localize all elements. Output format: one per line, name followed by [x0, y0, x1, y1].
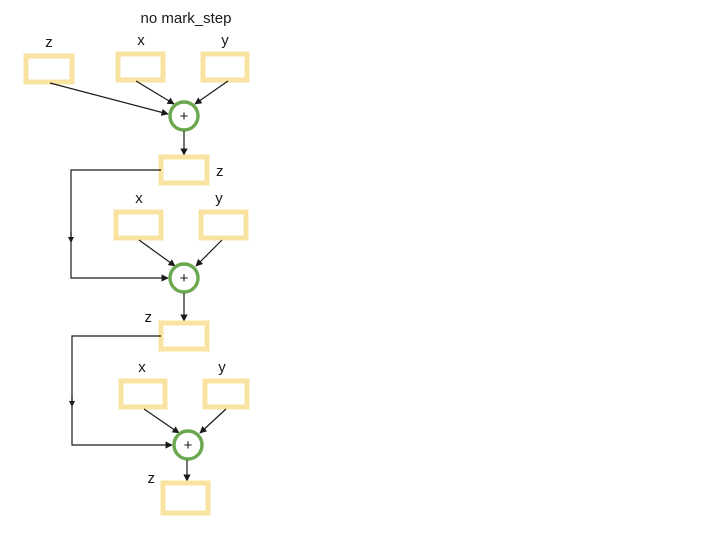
tensor-label-z-output-1: z	[145, 309, 153, 326]
edge-x-to-op-1	[138, 239, 176, 267]
tensor-label-y-input-1: y	[215, 190, 223, 207]
feedback-edge-step0-to-op-1	[70, 169, 169, 282]
tensor-label-z-input-0: z	[45, 34, 53, 51]
op-node-label-1: +	[180, 270, 189, 287]
tensor-label-x-input-2: x	[138, 359, 146, 376]
edge-y-to-op-1	[195, 239, 223, 267]
tensor-box-x-input-2[interactable]	[118, 378, 168, 410]
tensor-label-x-input-0: x	[137, 32, 145, 49]
tensor-label-y-input-0: y	[221, 32, 229, 49]
tensor-box-z-output-1[interactable]	[158, 320, 210, 352]
op-node-label-2: +	[184, 437, 193, 454]
tensor-box-x-input-1[interactable]	[113, 209, 164, 241]
edge-x-to-op-0	[135, 80, 175, 105]
tensor-box-y-input-2[interactable]	[202, 378, 250, 410]
edge-y-to-op-0	[194, 80, 229, 105]
edge-y-to-op-2	[199, 408, 227, 434]
op-node-add-2[interactable]	[172, 429, 204, 461]
feedback-edge-step1-to-op-2	[71, 335, 173, 449]
step-1-group: x y + z	[68, 169, 249, 352]
tensor-box-y-input-0[interactable]	[200, 51, 250, 83]
page-title: no mark_step	[141, 10, 232, 27]
tensor-box-z-input-0[interactable]	[23, 53, 75, 85]
tensor-label-z-output-0: z	[216, 163, 224, 180]
op-node-label-0: +	[180, 108, 189, 125]
tensor-box-x-input-0[interactable]	[115, 51, 166, 83]
tensor-box-z-output-2[interactable]	[160, 480, 211, 516]
edge-x-to-op-2	[143, 408, 180, 434]
op-node-add-0[interactable]	[168, 100, 200, 132]
tensor-label-x-input-1: x	[135, 190, 143, 207]
tensor-box-y-input-1[interactable]	[198, 209, 249, 241]
step-2-group: x y + z	[69, 335, 250, 516]
edge-z-to-op-0	[49, 82, 169, 116]
step-0-group: z x y + z	[23, 32, 250, 186]
tensor-label-z-output-2: z	[148, 470, 156, 487]
tensor-box-z-output-0[interactable]	[158, 154, 210, 186]
op-node-add-1[interactable]	[168, 262, 200, 294]
tensor-label-y-input-2: y	[218, 359, 226, 376]
